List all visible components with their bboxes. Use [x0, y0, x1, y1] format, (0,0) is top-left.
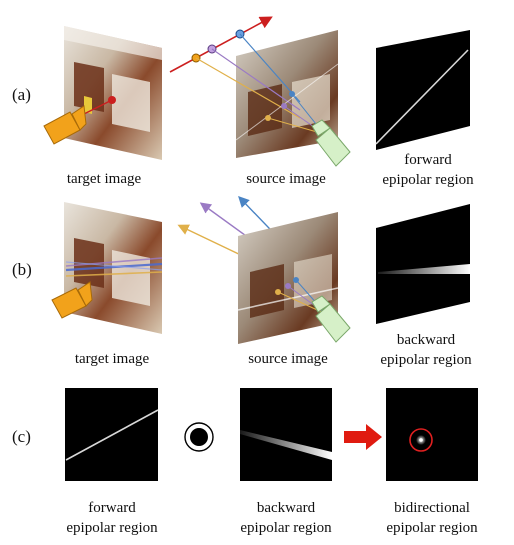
row-b-source-label: source image — [248, 351, 328, 367]
row-c-bidir-line1: bidirectional — [394, 500, 470, 516]
row-a-label: (a) — [12, 85, 31, 104]
row-b-target-label: target image — [75, 351, 150, 367]
row-a-forward-epipolar-region — [375, 30, 470, 150]
row-b-region-line1: backward — [397, 332, 456, 348]
row-b-target-camera-icon — [51, 281, 93, 319]
row-a-source-label: source image — [246, 171, 326, 187]
row-b-source-camera-icon — [311, 295, 351, 343]
highlight-circle — [409, 428, 433, 452]
row-c-backward-line1: backward — [257, 500, 316, 516]
row-c-bidirectional-epipolar-region — [386, 388, 478, 481]
row-c-bidir-line2: epipolar region — [386, 520, 478, 536]
row-b-source-image — [237, 212, 339, 344]
row-a-source-camera-icon — [311, 119, 351, 167]
row-c-forward-line1: forward — [88, 500, 136, 516]
row-c-forward-epipolar-region — [65, 388, 159, 481]
row-a-region-line1: forward — [404, 152, 452, 168]
row-c-backward-epipolar-region — [240, 388, 332, 481]
row-b-target-image — [64, 202, 163, 334]
row-c-backward-line2: epipolar region — [240, 520, 332, 536]
row-c-label: (c) — [12, 427, 31, 446]
red-arrow-icon — [344, 424, 382, 450]
row-c-forward-line2: epipolar region — [66, 520, 158, 536]
row-b-backward-epipolar-region — [376, 204, 470, 324]
row-b-region-line2: epipolar region — [380, 352, 472, 368]
row-b-label: (b) — [12, 260, 32, 279]
row-a-target-image — [64, 26, 162, 160]
row-a-region-line2: epipolar region — [382, 172, 474, 188]
row-a-target-label: target image — [67, 171, 142, 187]
row-a-target-camera-icon — [43, 105, 87, 145]
product-operator-icon — [184, 422, 214, 452]
